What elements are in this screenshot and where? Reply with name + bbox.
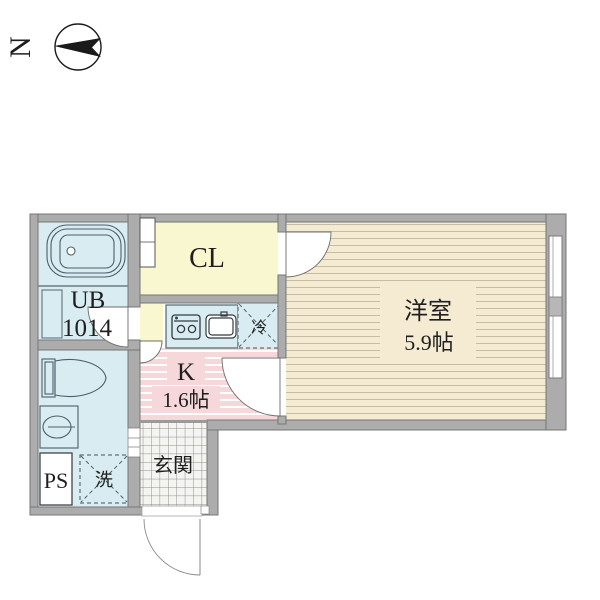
hall-strip-floor [140,303,163,345]
washbasin-icon [39,405,79,449]
washing-machine-label: 洗 [95,470,113,490]
entrance-door-swing-arc [143,518,201,576]
unit-bath-label-line2: 1014 [62,315,113,342]
bathtub-icon [46,224,126,278]
washer-x-mark [80,455,128,503]
kitchen-label-plate1 [167,356,205,384]
closet-floor [140,222,278,295]
closet-label: CL [189,243,225,274]
western-room-label-line2: 5.9帖 [404,330,454,355]
bath-counter [41,289,63,339]
pipe-space-box [39,452,73,506]
refrigerator-label: 冷 [251,319,267,337]
closet-door-panel [139,217,156,268]
wall-entrance-right [206,419,219,516]
wall-washroom-right-upper [127,349,141,429]
wall-left [29,213,39,516]
pipe-space-label-front: PS [44,468,68,493]
stove-icon [171,314,201,340]
north-label: N [4,36,37,58]
sink-icon [205,311,237,339]
washroom-entrance-opening [127,427,141,458]
toilet-bowl [54,358,107,398]
kitchen-label-plate2 [152,386,220,412]
wall-bottom-right [206,419,567,431]
kitchen-label-line1: K [177,359,195,386]
entrance-floor [140,423,207,507]
wall-kitchen-room-stub-bottom [277,415,287,425]
window-divider [548,296,563,317]
western-room-label-line1: 洋室 [404,298,452,325]
unit-bath-door-swing-arc [87,306,129,348]
kitchen-label-line2: 1.6帖 [162,388,209,412]
western-room-label-plate [380,286,476,362]
bathtub-drain [66,246,76,256]
unit-bath-label-line1: UB [71,287,106,314]
wall-closet-room-stub-top [277,213,287,233]
refrigerator-x-mark [238,303,281,348]
entrance-label: 玄関 [153,454,193,477]
wall-kitchen-room-mid [277,274,287,359]
toilet-icon [41,358,107,398]
window [548,235,563,379]
wall-top [29,213,567,223]
compass: N [4,23,102,71]
kitchen-room-door-swing-arc [221,357,281,417]
refrigerator-space [237,302,282,349]
hall-door-swing-arc [139,340,163,364]
north-arrow-icon [54,38,101,57]
wall-washroom-right-lower [127,456,141,508]
entrance-step-line [140,420,207,423]
wall-ub-right-upper [127,213,141,308]
entrance-doorway [141,505,210,517]
closet-door-swing-arc [285,231,332,278]
door-hinge-block [200,505,210,515]
wall-below-closet [139,294,279,304]
